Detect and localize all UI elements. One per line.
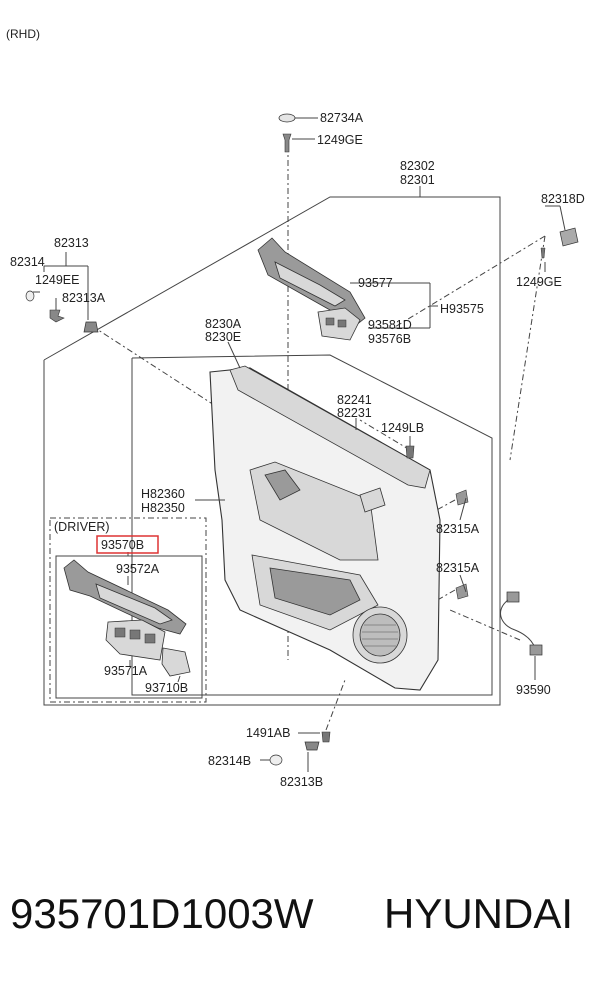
- label-8230E: 8230E: [205, 330, 241, 344]
- label-82302: 82302: [400, 159, 435, 173]
- highlight-box: [96, 535, 159, 554]
- part-labels: 82734A 1249GE 82302 82301 82318D 1249GE …: [10, 111, 585, 789]
- label-82734A: 82734A: [320, 111, 364, 125]
- screw-icon: [49, 309, 65, 323]
- screw-icon: [540, 247, 546, 259]
- label-82231: 82231: [337, 406, 372, 420]
- clip-icon: [269, 754, 283, 766]
- label-H82350: H82350: [141, 501, 185, 515]
- label-93581D: 93581D: [368, 318, 412, 332]
- screw-icon: [282, 133, 292, 153]
- label-93577: 93577: [358, 276, 393, 290]
- label-93571A: 93571A: [104, 664, 148, 678]
- label-82313A: 82313A: [62, 291, 106, 305]
- label-93576B: 93576B: [368, 332, 411, 346]
- label-1249LB: 1249LB: [381, 421, 424, 435]
- screw-icon: [321, 731, 331, 743]
- clip-icon: [455, 489, 469, 506]
- label-82318D: 82318D: [541, 192, 585, 206]
- plug-cap-icon: [278, 113, 296, 123]
- variant-label: (RHD): [6, 27, 40, 41]
- label-82241: 82241: [337, 393, 372, 407]
- label-82313: 82313: [54, 236, 89, 250]
- label-1249EE: 1249EE: [35, 273, 79, 287]
- label-82313B: 82313B: [280, 775, 323, 789]
- driver-label: (DRIVER): [54, 520, 110, 534]
- switch-bezel-assembly: [257, 237, 366, 341]
- door-trim-panel: [209, 365, 441, 691]
- label-93590: 93590: [516, 683, 551, 697]
- clip-icon: [25, 290, 35, 302]
- clip-icon: [83, 321, 99, 333]
- label-1491AB: 1491AB: [246, 726, 290, 740]
- label-82314: 82314: [10, 255, 45, 269]
- bracket-icon: [559, 227, 579, 247]
- part-number: 935701D1003W: [10, 890, 314, 937]
- label-82315A-1: 82315A: [436, 522, 480, 536]
- screw-icon: [405, 445, 415, 459]
- brand-name: HYUNDAI: [384, 890, 573, 937]
- label-1249GE-top: 1249GE: [317, 133, 363, 147]
- wiring-harness: [500, 591, 543, 656]
- driver-switch-inset: [49, 517, 207, 703]
- label-H93575: H93575: [440, 302, 484, 316]
- fasteners: [25, 113, 579, 766]
- label-8230A: 8230A: [205, 317, 242, 331]
- label-82301: 82301: [400, 173, 435, 187]
- label-93710B: 93710B: [145, 681, 188, 695]
- screw-icon: [304, 741, 320, 751]
- label-93570B: 93570B: [101, 538, 144, 552]
- label-1249GE-right: 1249GE: [516, 275, 562, 289]
- label-82314B: 82314B: [208, 754, 251, 768]
- label-H82360: H82360: [141, 487, 185, 501]
- label-82315A-2: 82315A: [436, 561, 480, 575]
- label-leaders: [33, 117, 566, 772]
- label-93572A: 93572A: [116, 562, 160, 576]
